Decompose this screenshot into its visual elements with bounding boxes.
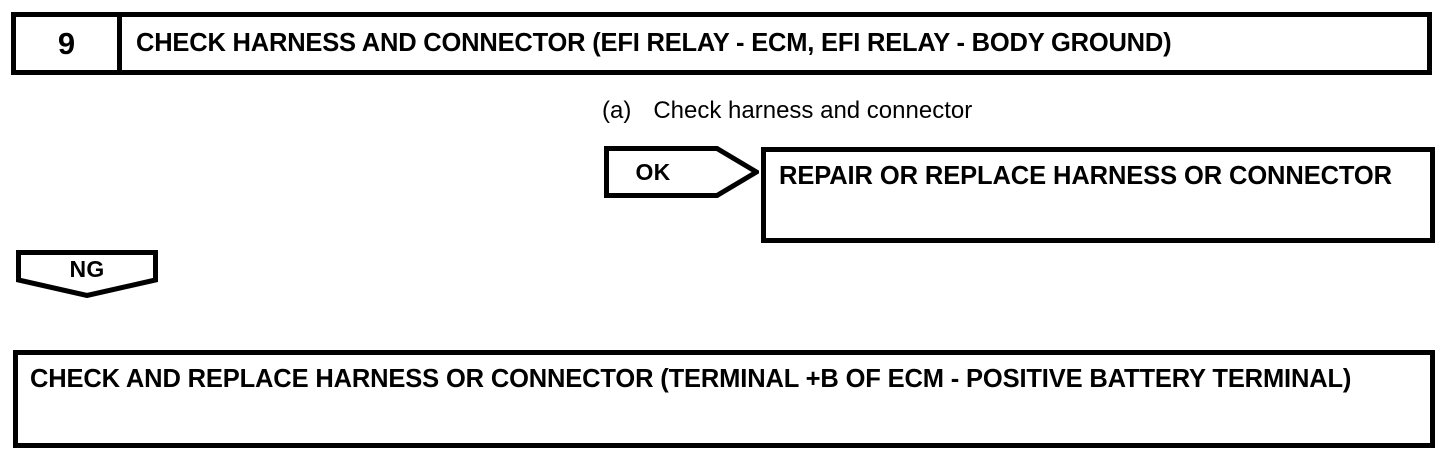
ng-branch-arrow: NG bbox=[16, 250, 158, 298]
ng-result-text: CHECK AND REPLACE HARNESS OR CONNECTOR (… bbox=[30, 365, 1352, 393]
ok-arrow-shape bbox=[604, 146, 759, 198]
ng-result-box: CHECK AND REPLACE HARNESS OR CONNECTOR (… bbox=[13, 350, 1435, 448]
step-number-cell: 9 bbox=[16, 17, 122, 70]
instruction-row: (a) Check harness and connector bbox=[602, 97, 972, 126]
step-header-bar: 9 CHECK HARNESS AND CONNECTOR (EFI RELAY… bbox=[11, 12, 1432, 75]
instruction-marker: (a) bbox=[602, 97, 632, 124]
step-number-text: 9 bbox=[57, 26, 76, 61]
step-title-text: CHECK HARNESS AND CONNECTOR (EFI RELAY -… bbox=[136, 29, 1172, 58]
ng-arrow-shape bbox=[16, 250, 158, 298]
instruction-text: Check harness and connector bbox=[653, 97, 973, 124]
ok-branch-label: OK bbox=[635, 158, 671, 185]
step-title-cell: CHECK HARNESS AND CONNECTOR (EFI RELAY -… bbox=[122, 17, 1427, 70]
ok-result-box: REPAIR OR REPLACE HARNESS OR CONNECTOR bbox=[761, 147, 1435, 243]
ng-branch-label: NG bbox=[69, 255, 105, 282]
ok-branch-arrow: OK bbox=[604, 146, 759, 198]
ok-result-text: REPAIR OR REPLACE HARNESS OR CONNECTOR bbox=[779, 162, 1392, 190]
